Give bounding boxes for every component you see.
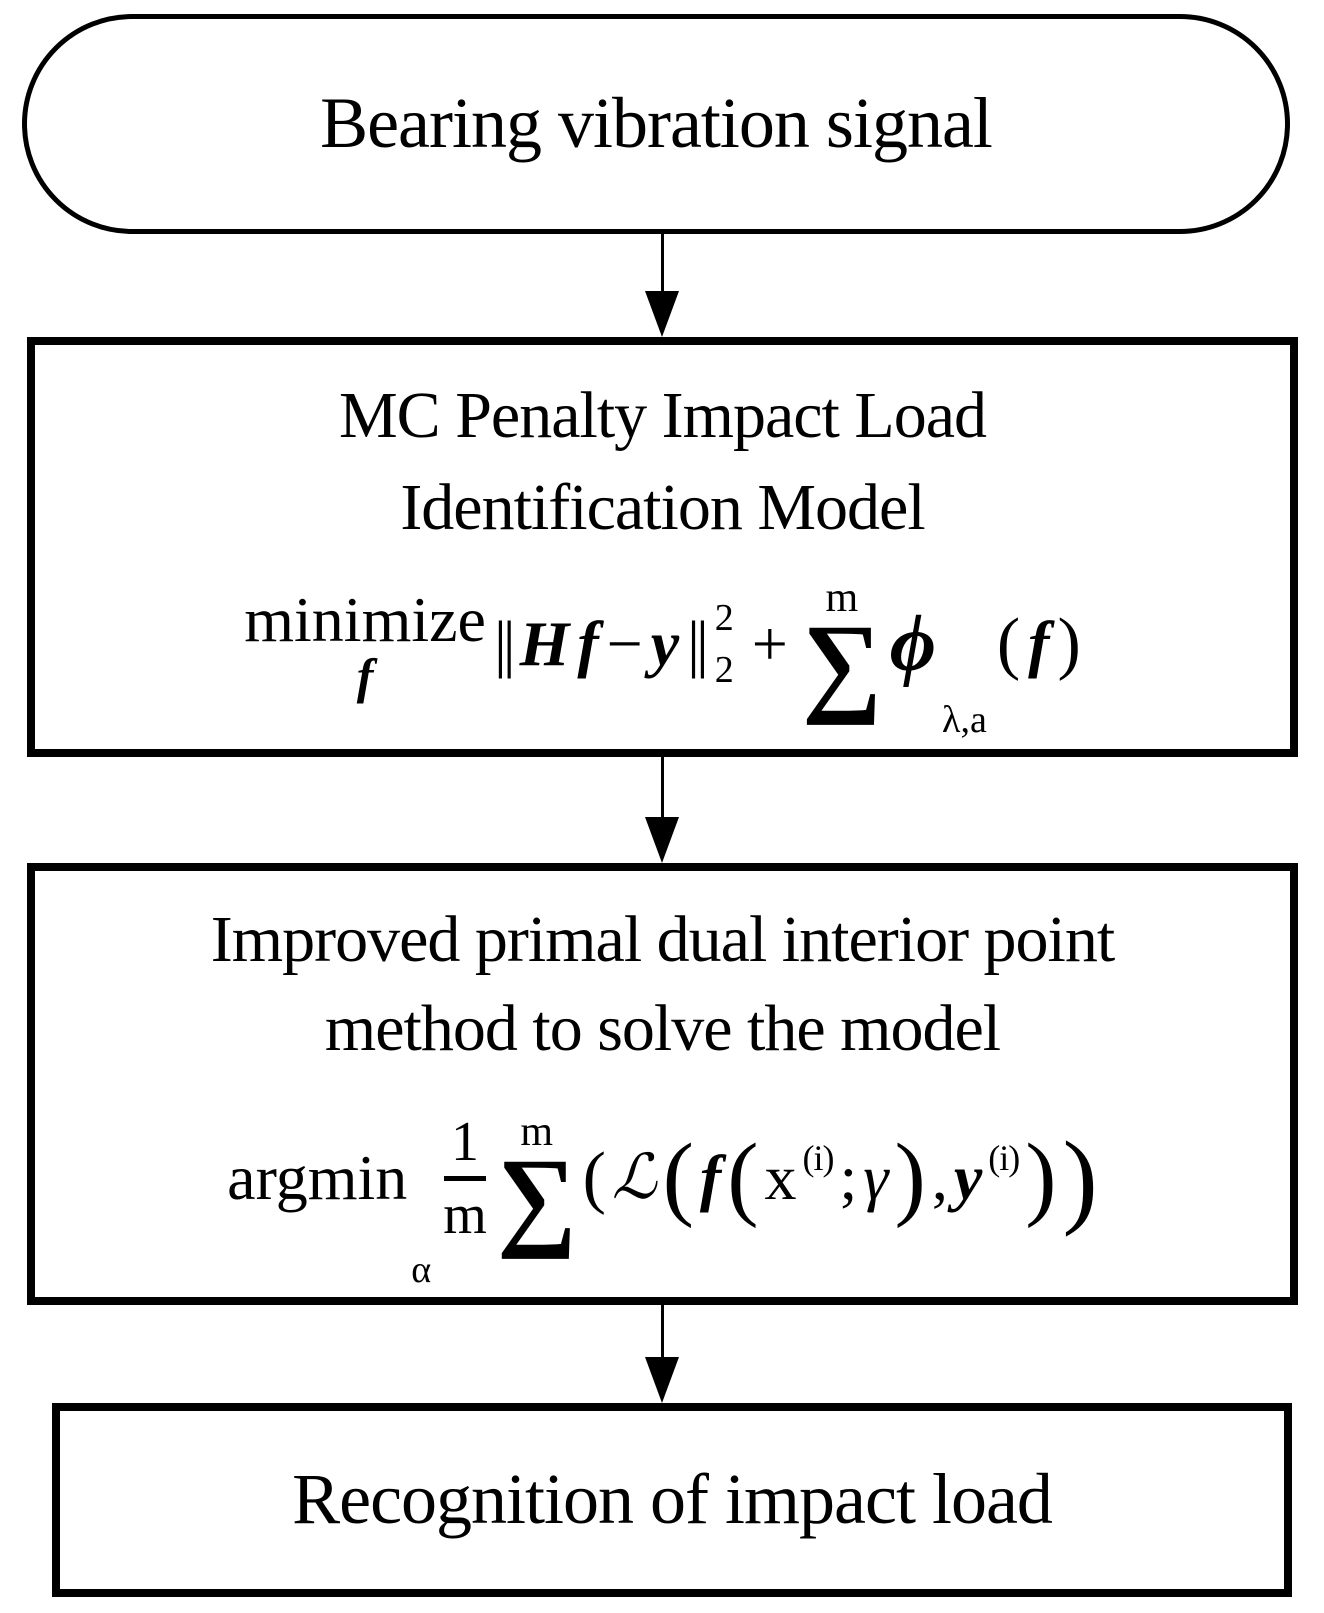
arrow-line xyxy=(660,1305,664,1357)
minus-sign: − xyxy=(606,607,643,679)
argmin-formula: argmin α 1 m m ∑ ( ℒ ( f ( x (i) ; γ ) ,… xyxy=(227,1083,1098,1289)
minimize-formula: minimize f || H f − y || 2 2 + m ∑ ϕ λ,a… xyxy=(244,565,1081,739)
norm-exponents: 2 2 xyxy=(714,596,734,691)
node-primal-dual-solver: Improved primal dual interior point meth… xyxy=(27,863,1298,1305)
variable-x: x xyxy=(764,1142,797,1214)
node-title-line2: method to solve the model xyxy=(324,991,1001,1065)
down-arrow-connector-1 xyxy=(642,234,682,337)
sigma-icon: ∑ xyxy=(801,601,882,726)
norm-close: || xyxy=(687,607,709,679)
node-title-line2: Identification Model xyxy=(400,470,925,544)
paren-open-args: ( xyxy=(727,1125,759,1230)
summation: m ∑ xyxy=(801,574,882,726)
paren-open-loss: ( xyxy=(662,1125,694,1230)
argmin-subscript: α xyxy=(411,1249,432,1292)
loss-function-symbol: ℒ xyxy=(611,1144,657,1213)
x-superscript: (i) xyxy=(802,1138,835,1179)
comma: , xyxy=(931,1142,948,1214)
vector-f: f xyxy=(577,607,599,679)
fraction-bar xyxy=(443,1175,486,1181)
vector-y: y xyxy=(953,1142,983,1214)
y-superscript: (i) xyxy=(988,1138,1020,1179)
fraction-one-over-m: 1 m xyxy=(443,1110,487,1246)
argmin-operator: argmin xyxy=(227,1142,408,1214)
minimize-operator: minimize f xyxy=(244,584,486,705)
vector-y: y xyxy=(650,607,680,679)
node-label: Recognition of impact load xyxy=(292,1459,1053,1540)
matrix-H: H xyxy=(519,607,570,679)
paren-close-args: ) xyxy=(894,1125,926,1230)
node-bearing-vibration-signal: Bearing vibration signal xyxy=(22,14,1290,234)
down-arrow-connector-2 xyxy=(642,757,682,863)
arrow-head-icon xyxy=(645,817,679,863)
paren-open-outer: ( xyxy=(582,1139,606,1217)
paren-open: ( xyxy=(996,604,1021,682)
summation: m ∑ xyxy=(496,1109,577,1261)
sigma-icon: ∑ xyxy=(496,1136,577,1261)
node-mc-penalty-model: MC Penalty Impact Load Identification Mo… xyxy=(27,337,1298,757)
norm-open: || xyxy=(493,607,516,679)
arrow-head-icon xyxy=(645,291,679,337)
down-arrow-connector-3 xyxy=(642,1305,682,1403)
node-recognition-result: Recognition of impact load xyxy=(52,1403,1292,1597)
node-label: Bearing vibration signal xyxy=(320,83,993,164)
phi-symbol: ϕ xyxy=(889,599,937,688)
arrow-head-icon xyxy=(645,1357,679,1403)
node-title-line1: MC Penalty Impact Load xyxy=(338,379,987,453)
arrow-line xyxy=(660,234,664,291)
paren-close-loss: ) xyxy=(1025,1125,1057,1230)
paren-close: ) xyxy=(1057,604,1081,682)
arrow-line xyxy=(660,757,664,817)
paren-close-outer: ) xyxy=(1062,1119,1098,1237)
phi-argument: f xyxy=(1028,607,1050,679)
function-f: f xyxy=(699,1142,722,1214)
phi-subscript: λ,a xyxy=(942,698,987,741)
gamma-symbol: γ xyxy=(863,1142,889,1214)
node-title-line1: Improved primal dual interior point xyxy=(210,902,1115,976)
semicolon: ; xyxy=(839,1142,858,1214)
plus-sign: + xyxy=(751,607,788,679)
